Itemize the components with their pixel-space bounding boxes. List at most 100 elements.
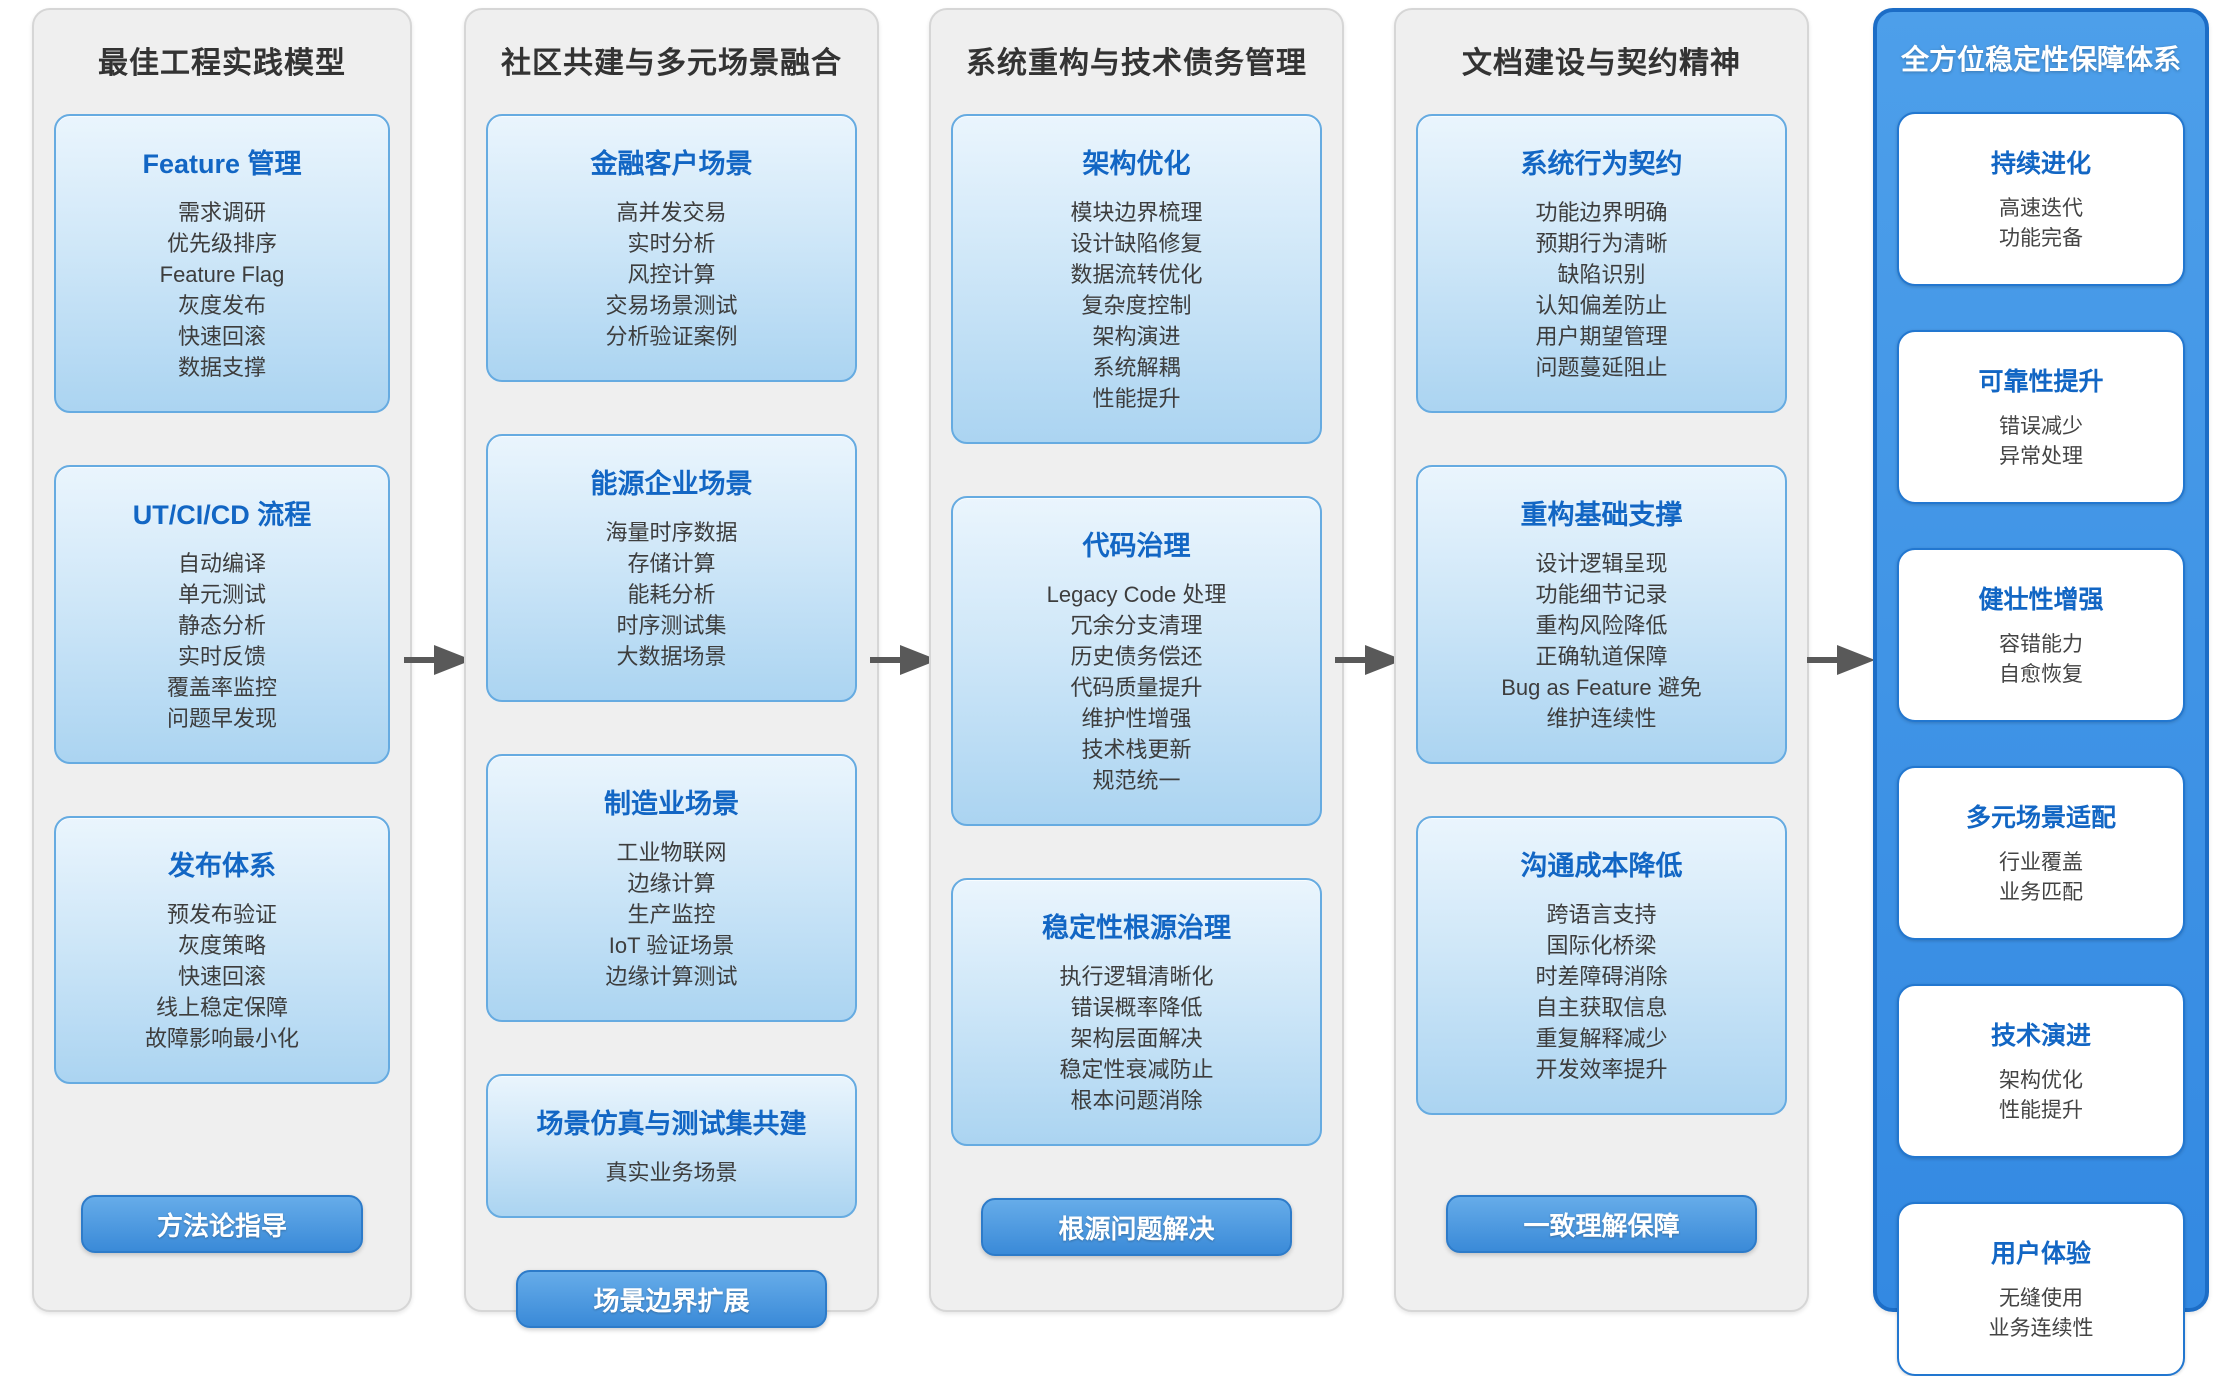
card-item: 性能提升 xyxy=(1999,1099,2083,1122)
card-title: 能源企业场景 xyxy=(590,469,753,499)
card-item: 跨语言支持 xyxy=(1546,902,1657,927)
flow-arrow-icon xyxy=(1807,645,1875,675)
card-item: 快速回滚 xyxy=(177,324,266,349)
card-item: 单元测试 xyxy=(177,582,266,607)
card-title: 代码治理 xyxy=(1082,531,1191,561)
card-item: 设计逻辑呈现 xyxy=(1535,551,1668,576)
card-item: Legacy Code 处理 xyxy=(1046,582,1227,607)
outcome-card: 多元场景适配行业覆盖业务匹配 xyxy=(1897,766,2185,940)
card-item: 执行逻辑清晰化 xyxy=(1059,964,1214,989)
card-item: 自动编译 xyxy=(177,551,266,576)
summary-pill-button: 一致理解保障 xyxy=(1445,1195,1758,1253)
card-item: 错误减少 xyxy=(1999,415,2083,438)
card-item: 静态分析 xyxy=(177,613,266,638)
topic-card: 场景仿真与测试集共建真实业务场景 xyxy=(486,1074,857,1218)
card-item: 错误概率降低 xyxy=(1070,995,1203,1020)
card-item: 自愈恢复 xyxy=(1999,663,2083,686)
card-item: 自主获取信息 xyxy=(1535,995,1668,1020)
flow-arrow-icon xyxy=(1335,645,1403,675)
card-item: 线上稳定保障 xyxy=(155,995,288,1020)
column-title: 文档建设与契约精神 xyxy=(1462,47,1741,80)
summary-pill-button: 方法论指导 xyxy=(80,1195,364,1253)
card-item: 重构风险降低 xyxy=(1535,613,1668,638)
card-item: 架构层面解决 xyxy=(1070,1026,1203,1051)
column-panel-5: 全方位稳定性保障体系持续进化高速迭代功能完备可靠性提升错误减少异常处理健壮性增强… xyxy=(1873,8,2209,1376)
card-item: Feature Flag xyxy=(159,262,285,287)
card-item: 预发布验证 xyxy=(166,902,277,927)
card-title: 技术演进 xyxy=(1990,1022,2091,1050)
flow-arrow-icon xyxy=(870,645,938,675)
column-title: 最佳工程实践模型 xyxy=(98,47,346,80)
card-item: 国际化桥梁 xyxy=(1546,933,1657,958)
card-item: 维护连续性 xyxy=(1546,706,1657,731)
topic-card: UT/CI/CD 流程自动编译单元测试静态分析实时反馈覆盖率监控问题早发现 xyxy=(54,465,390,764)
card-title: UT/CI/CD 流程 xyxy=(132,500,312,530)
card-item: 架构演进 xyxy=(1092,324,1181,349)
card-item: 预期行为清晰 xyxy=(1535,231,1668,256)
column-title: 全方位稳定性保障体系 xyxy=(1900,44,2181,75)
topic-card: 架构优化模块边界梳理设计缺陷修复数据流转优化复杂度控制架构演进系统解耦性能提升 xyxy=(951,114,1322,444)
outcome-card: 用户体验无缝使用业务连续性 xyxy=(1897,1202,2185,1376)
outcome-card: 健壮性增强容错能力自愈恢复 xyxy=(1897,548,2185,722)
card-item: 设计缺陷修复 xyxy=(1070,231,1203,256)
card-item: 优先级排序 xyxy=(166,231,277,256)
card-item: 功能边界明确 xyxy=(1535,200,1668,225)
card-item: 时差障碍消除 xyxy=(1535,964,1668,989)
summary-pill-button: 场景边界扩展 xyxy=(515,1270,828,1328)
card-item: 灰度策略 xyxy=(177,933,266,958)
card-item: 维护性增强 xyxy=(1081,706,1192,731)
card-title: 沟通成本降低 xyxy=(1520,851,1683,881)
card-item: 风控计算 xyxy=(627,262,716,287)
card-item: 历史债务偿还 xyxy=(1070,644,1203,669)
card-item: 稳定性衰减防止 xyxy=(1059,1057,1214,1082)
card-item: 行业覆盖 xyxy=(1999,851,2083,874)
card-item: 真实业务场景 xyxy=(605,1160,738,1185)
column-title: 社区共建与多元场景融合 xyxy=(501,47,842,80)
arrow-shaft xyxy=(870,657,900,663)
arrow-shaft xyxy=(1807,657,1837,663)
card-title: 发布体系 xyxy=(168,851,276,881)
card-item: 架构优化 xyxy=(1999,1069,2083,1092)
flow-connector-2 xyxy=(870,8,938,1312)
card-item: 容错能力 xyxy=(1999,633,2083,656)
topic-card: 沟通成本降低跨语言支持国际化桥梁时差障碍消除自主获取信息重复解释减少开发效率提升 xyxy=(1416,816,1787,1115)
arrow-shaft xyxy=(1335,657,1365,663)
card-title: 场景仿真与测试集共建 xyxy=(536,1109,807,1139)
topic-card: 系统行为契约功能边界明确预期行为清晰缺陷识别认知偏差防止用户期望管理问题蔓延阻止 xyxy=(1416,114,1787,413)
card-title: 持续进化 xyxy=(1990,150,2091,178)
card-item: 业务连续性 xyxy=(1988,1317,2094,1340)
card-title: Feature 管理 xyxy=(142,149,302,179)
card-item: 大数据场景 xyxy=(616,644,727,669)
card-item: 正确轨道保障 xyxy=(1535,644,1668,669)
column-panel-4: 文档建设与契约精神系统行为契约功能边界明确预期行为清晰缺陷识别认知偏差防止用户期… xyxy=(1394,8,1809,1312)
card-title: 多元场景适配 xyxy=(1965,804,2116,832)
card-item: 缺陷识别 xyxy=(1557,262,1646,287)
card-item: 交易场景测试 xyxy=(605,293,738,318)
card-item: 快速回滚 xyxy=(177,964,266,989)
card-item: 根本问题消除 xyxy=(1070,1088,1203,1113)
card-title: 可靠性提升 xyxy=(1978,368,2104,396)
topic-card: 稳定性根源治理执行逻辑清晰化错误概率降低架构层面解决稳定性衰减防止根本问题消除 xyxy=(951,878,1322,1146)
card-item: 模块边界梳理 xyxy=(1070,200,1203,225)
topic-card: 金融客户场景高并发交易实时分析风控计算交易场景测试分析验证案例 xyxy=(486,114,857,382)
outcome-card: 技术演进架构优化性能提升 xyxy=(1897,984,2185,1158)
topic-card: 能源企业场景海量时序数据存储计算能耗分析时序测试集大数据场景 xyxy=(486,434,857,702)
card-item: 用户期望管理 xyxy=(1535,324,1668,349)
arrow-shaft xyxy=(404,657,434,663)
card-item: 高并发交易 xyxy=(616,200,727,225)
card-item: IoT 验证场景 xyxy=(608,933,735,958)
flow-arrow-icon xyxy=(404,645,472,675)
column-panel-2: 社区共建与多元场景融合金融客户场景高并发交易实时分析风控计算交易场景测试分析验证… xyxy=(464,8,879,1328)
card-item: 业务匹配 xyxy=(1999,881,2083,904)
card-title: 重构基础支撑 xyxy=(1520,500,1683,530)
card-item: 代码质量提升 xyxy=(1070,675,1203,700)
card-title: 制造业场景 xyxy=(604,789,739,819)
card-title: 架构优化 xyxy=(1082,149,1191,179)
card-item: 技术栈更新 xyxy=(1081,737,1192,762)
card-item: 灰度发布 xyxy=(177,293,266,318)
